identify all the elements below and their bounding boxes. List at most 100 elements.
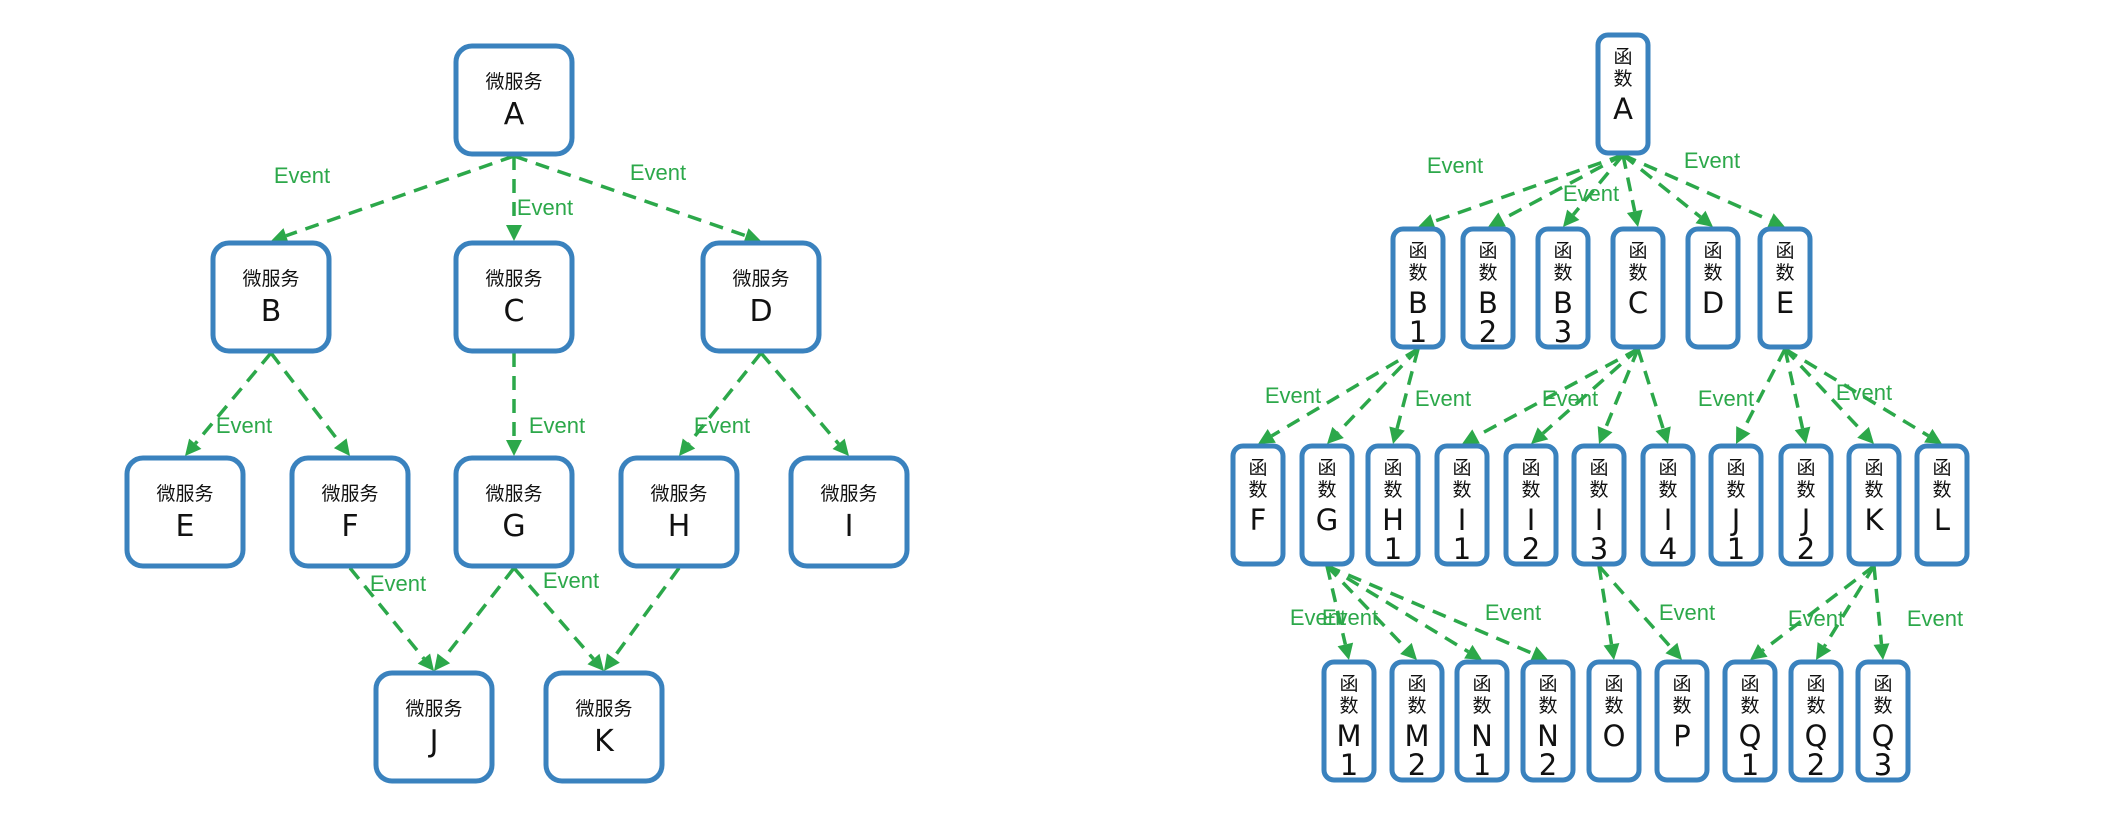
- node-prefix-char-1: 函: [1589, 457, 1608, 479]
- event-label: Event: [1836, 380, 1892, 405]
- edge-right-K-Q1: [1750, 564, 1876, 660]
- edge-right-A-B3: [1563, 153, 1625, 227]
- node-label: I: [1664, 503, 1673, 537]
- event-label: Event: [274, 163, 330, 188]
- node-prefix-char-2: 数: [1478, 262, 1497, 284]
- edge-left-A-C: [506, 156, 522, 241]
- node-prefix-char-2: 数: [1628, 262, 1647, 284]
- node-suffix: 2: [1539, 748, 1557, 782]
- nodes-layer: 微服务A微服务B微服务C微服务D微服务E微服务F微服务G微服务H微服务I微服务J…: [124, 32, 1970, 784]
- node-prefix-char-1: 函: [1408, 240, 1427, 262]
- node-suffix: 1: [1473, 748, 1491, 782]
- node-prefix-char-2: 数: [1775, 262, 1794, 284]
- node-prefix: 微服务: [485, 268, 542, 290]
- edge-left-A-D: [513, 154, 761, 244]
- edge-right-C-I4: [1636, 348, 1671, 444]
- node-prefix-char-1: 函: [1726, 457, 1745, 479]
- node-prefix: 微服务: [242, 268, 299, 290]
- microservice-node-b: 微服务 B: [210, 240, 332, 354]
- node-prefix-char-2: 数: [1726, 479, 1745, 501]
- node-label: F: [341, 509, 358, 544]
- edge-right-E-J1: [1736, 348, 1787, 444]
- edge-right-B1-G: [1327, 347, 1420, 444]
- edge-right-A-B2: [1488, 153, 1624, 227]
- node-prefix: 微服务: [485, 71, 542, 93]
- node-prefix-char-2: 数: [1452, 479, 1471, 501]
- edge-left-B-E: [185, 351, 273, 456]
- node-suffix: 1: [1453, 532, 1471, 566]
- node-prefix-char-2: 数: [1317, 479, 1336, 501]
- node-prefix-char-2: 数: [1521, 479, 1540, 501]
- node-label: I: [1458, 503, 1467, 537]
- node-prefix-char-2: 数: [1873, 695, 1892, 717]
- node-prefix-char-2: 数: [1339, 695, 1358, 717]
- node-prefix-char-2: 数: [1383, 479, 1402, 501]
- event-label: Event: [1290, 605, 1346, 630]
- event-label: Event: [694, 413, 750, 438]
- node-prefix-char-2: 数: [1613, 68, 1632, 90]
- edge-right-A-D: [1621, 153, 1713, 227]
- event-label: Event: [216, 413, 272, 438]
- node-prefix-char-1: 函: [1740, 673, 1759, 695]
- event-label: Event: [543, 568, 599, 593]
- function-node-l: 函数L: [1914, 443, 1970, 567]
- edge-left-G-J: [434, 566, 516, 671]
- node-prefix-char-2: 数: [1806, 695, 1825, 717]
- node-label: B: [1408, 286, 1428, 320]
- function-node-p: 函数P: [1654, 659, 1710, 783]
- node-prefix-char-1: 函: [1796, 457, 1815, 479]
- node-prefix-char-1: 函: [1339, 673, 1358, 695]
- node-suffix: 1: [1409, 315, 1427, 349]
- node-prefix-char-1: 函: [1864, 457, 1883, 479]
- node-prefix-char-1: 函: [1248, 457, 1267, 479]
- node-prefix-char-1: 函: [1472, 673, 1491, 695]
- node-label: D: [1702, 286, 1724, 320]
- event-label: Event: [1684, 148, 1740, 173]
- node-suffix: 3: [1590, 532, 1608, 566]
- node-suffix: 1: [1741, 748, 1759, 782]
- node-prefix-char-2: 数: [1538, 695, 1557, 717]
- node-prefix-char-2: 数: [1864, 479, 1883, 501]
- edge-left-B-F: [269, 351, 350, 456]
- function-node-e: 函数E: [1757, 226, 1813, 350]
- event-label: Event: [1415, 386, 1471, 411]
- node-label: B: [261, 294, 282, 329]
- node-label: I: [1595, 503, 1604, 537]
- function-node-g: 函数G: [1299, 443, 1355, 567]
- edge-right-G-M2: [1325, 564, 1417, 660]
- node-label: G: [1316, 503, 1338, 537]
- edge-right-A-B1: [1418, 153, 1624, 230]
- node-label: N: [1537, 719, 1559, 753]
- node-prefix-char-2: 数: [1472, 695, 1491, 717]
- node-label: K: [594, 724, 615, 759]
- edge-right-C-I3: [1597, 348, 1640, 444]
- node-prefix-char-1: 函: [1672, 673, 1691, 695]
- node-prefix-char-1: 函: [1553, 240, 1572, 262]
- node-prefix-char-1: 函: [1613, 46, 1632, 68]
- node-label: B: [1478, 286, 1498, 320]
- node-label: G: [502, 509, 525, 544]
- edge-right-I3-P: [1597, 564, 1682, 660]
- node-prefix-char-1: 函: [1932, 457, 1951, 479]
- event-label: Event: [1322, 605, 1378, 630]
- edge-left-D-H: [679, 351, 763, 456]
- edges-layer: [185, 153, 1942, 671]
- node-prefix-char-2: 数: [1589, 479, 1608, 501]
- event-label: Event: [1485, 600, 1541, 625]
- edge-right-E-J2: [1783, 348, 1811, 444]
- edge-left-C-G: [506, 353, 522, 456]
